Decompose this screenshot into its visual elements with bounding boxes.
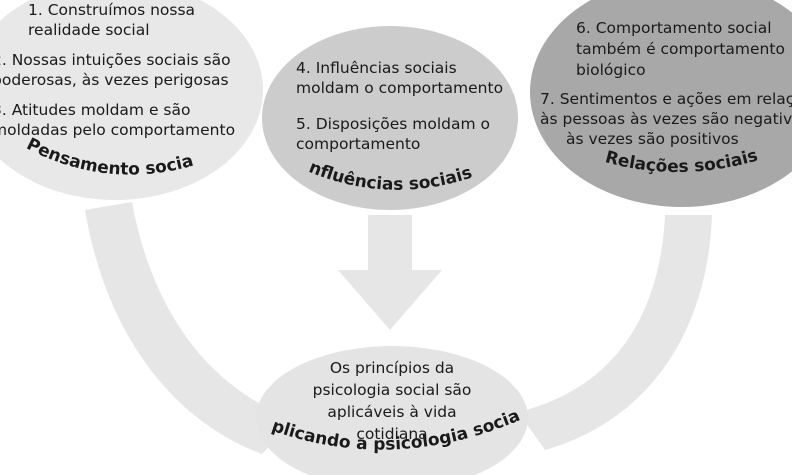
arrow-middle-to-bottom xyxy=(338,215,442,330)
arrow-right-to-bottom xyxy=(518,215,712,450)
ellipse-social-thinking xyxy=(0,0,263,200)
item-1-line-1: 1. Construímos nossa xyxy=(28,1,196,19)
item-2-line-2: poderosas, às vezes perigosas xyxy=(0,71,229,89)
ellipse-social-relations xyxy=(530,0,792,207)
item-1-line-2: realidade social xyxy=(28,21,150,39)
item-3-line-2: moldadas pelo comportamento xyxy=(0,121,236,139)
applying-line-1: Os princípios da xyxy=(329,359,455,377)
item-6-line-2: também é comportamento xyxy=(576,40,785,58)
item-4-line-1: 4. Influências sociais xyxy=(296,59,457,77)
item-3-line-1: 3. Atitudes moldam e são xyxy=(0,101,191,119)
item-2-line-1: 2. Nossas intuições sociais são xyxy=(0,51,231,69)
item-6-line-1: 6. Comportamento social xyxy=(576,19,772,37)
ellipse-applying xyxy=(256,346,528,475)
applying-line-2: psicologia social são xyxy=(312,381,472,399)
item-6-line-3: biológico xyxy=(576,61,646,79)
applying-line-4: cotidiana xyxy=(356,425,428,443)
item-5-line-1: 5. Disposições moldam o xyxy=(296,115,491,133)
applying-line-3: aplicáveis à vida xyxy=(327,403,457,421)
item-7-line-2: às pessoas às vezes são negativos, xyxy=(540,110,792,128)
arrow-left-to-bottom xyxy=(85,202,295,454)
item-4-line-2: moldam o comportamento xyxy=(296,79,504,97)
item-5-line-2: comportamento xyxy=(296,135,421,153)
ellipse-social-influences xyxy=(262,26,518,210)
item-7-line-1: 7. Sentimentos e ações em relação xyxy=(540,90,792,108)
item-7-line-3: às vezes são positivos xyxy=(566,130,739,148)
